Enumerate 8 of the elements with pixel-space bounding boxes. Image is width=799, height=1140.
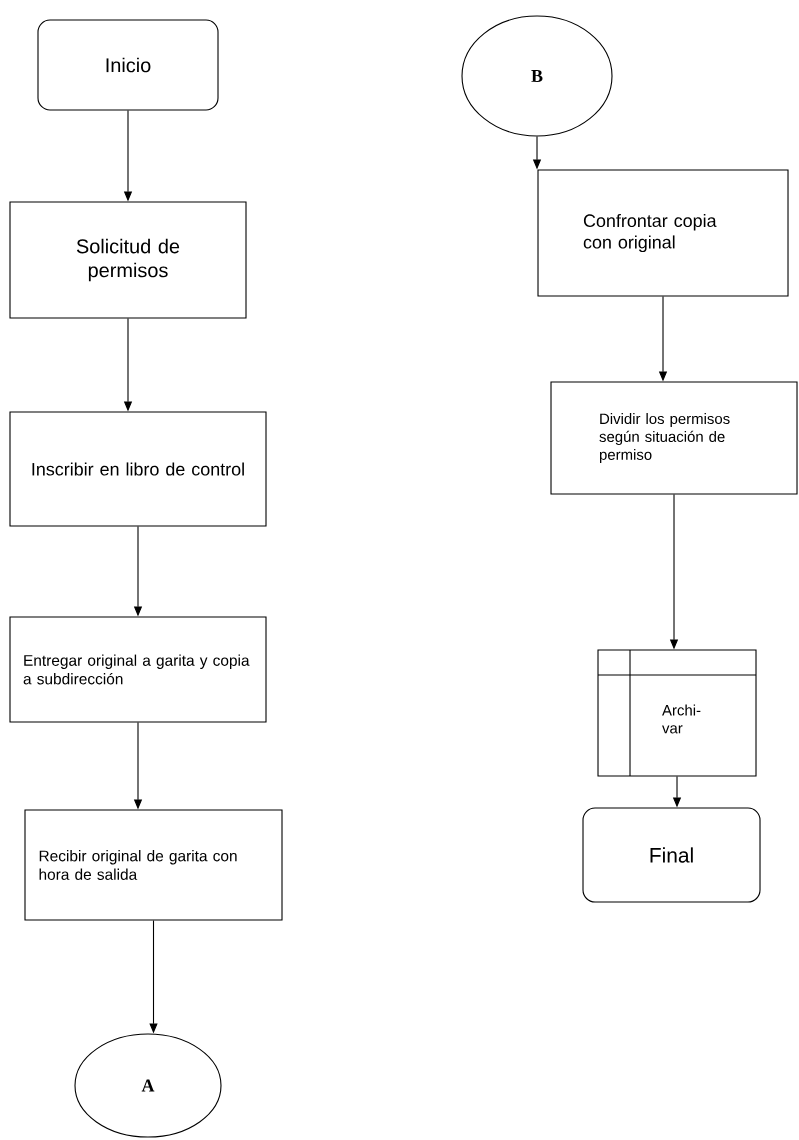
process-box: Solicitud de permisos	[9, 201, 247, 319]
process-box: Inscribir en libro de control	[9, 411, 267, 527]
process-box: Recibir original de garita con hora de salida	[24, 809, 283, 921]
process-box: Confrontar copia con original	[537, 169, 789, 297]
end-box: Final	[582, 807, 761, 903]
process-box: Entregar original a garita y copia a subdirección	[9, 616, 267, 723]
start-box: Inicio	[37, 19, 219, 111]
process-box: Dividir los permisos según situación de permiso	[550, 381, 798, 495]
